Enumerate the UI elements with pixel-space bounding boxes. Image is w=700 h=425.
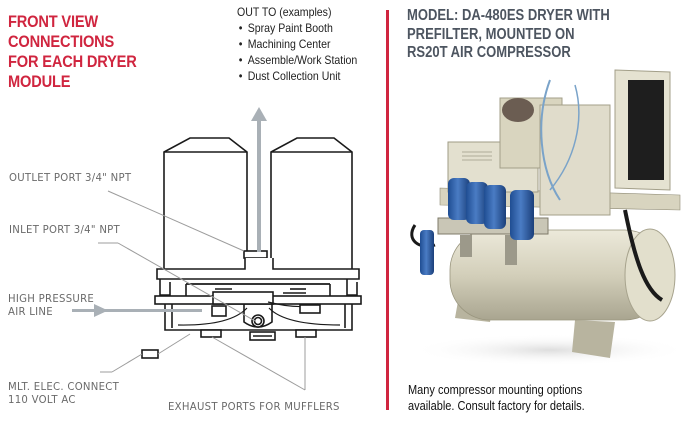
title-line: MODEL: DA-480ES DRYER WITH (407, 7, 610, 24)
outlet-port-label: OUTLET PORT 3/4" NPT (9, 171, 132, 184)
label-line: HIGH PRESSURE (8, 292, 95, 305)
compressor-photo (410, 69, 690, 366)
label-line: AIR LINE (8, 305, 53, 318)
out-to-item: Machining Center (237, 36, 357, 52)
out-to-heading: OUT TO (examples) (237, 5, 332, 19)
title-line: FRONT VIEW (8, 12, 99, 31)
title-line: CONNECTIONS (8, 32, 115, 51)
model-title: MODEL: DA-480ES DRYER WITH PREFILTER, MO… (407, 7, 610, 63)
front-view-title: FRONT VIEW CONNECTIONS FOR EACH DRYER MO… (8, 12, 137, 92)
high-pressure-air-line-label: HIGH PRESSURE AIR LINE (8, 292, 94, 318)
title-line: PREFILTER, MOUNTED ON (407, 25, 575, 43)
caption-line: Many compressor mounting options (408, 383, 583, 397)
inlet-port-label: INLET PORT 3/4" NPT (9, 223, 121, 236)
label-line: MLT. ELEC. CONNECT (8, 380, 120, 393)
out-to-item: Dust Collection Unit (237, 68, 357, 84)
caption-line: available. Consult factory for details. (408, 398, 585, 413)
out-to-list: OUT TO (examples) Spray Paint Booth Mach… (237, 4, 357, 84)
out-to-item: Spray Paint Booth (237, 20, 357, 36)
title-line: FOR EACH DRYER (8, 52, 137, 71)
elec-connect-label: MLT. ELEC. CONNECT 110 VOLT AC (8, 380, 119, 406)
dryer-front-view-diagram (72, 107, 362, 391)
title-line: RS20T AIR COMPRESSOR (407, 44, 571, 61)
out-to-item: Assemble/Work Station (237, 52, 358, 68)
mounting-options-caption: Many compressor mounting options availab… (408, 383, 585, 414)
title-line: MODULE (8, 72, 71, 91)
section-divider (386, 10, 389, 410)
exhaust-ports-label: EXHAUST PORTS FOR MUFFLERS (168, 400, 340, 413)
label-line: 110 VOLT AC (8, 393, 76, 406)
